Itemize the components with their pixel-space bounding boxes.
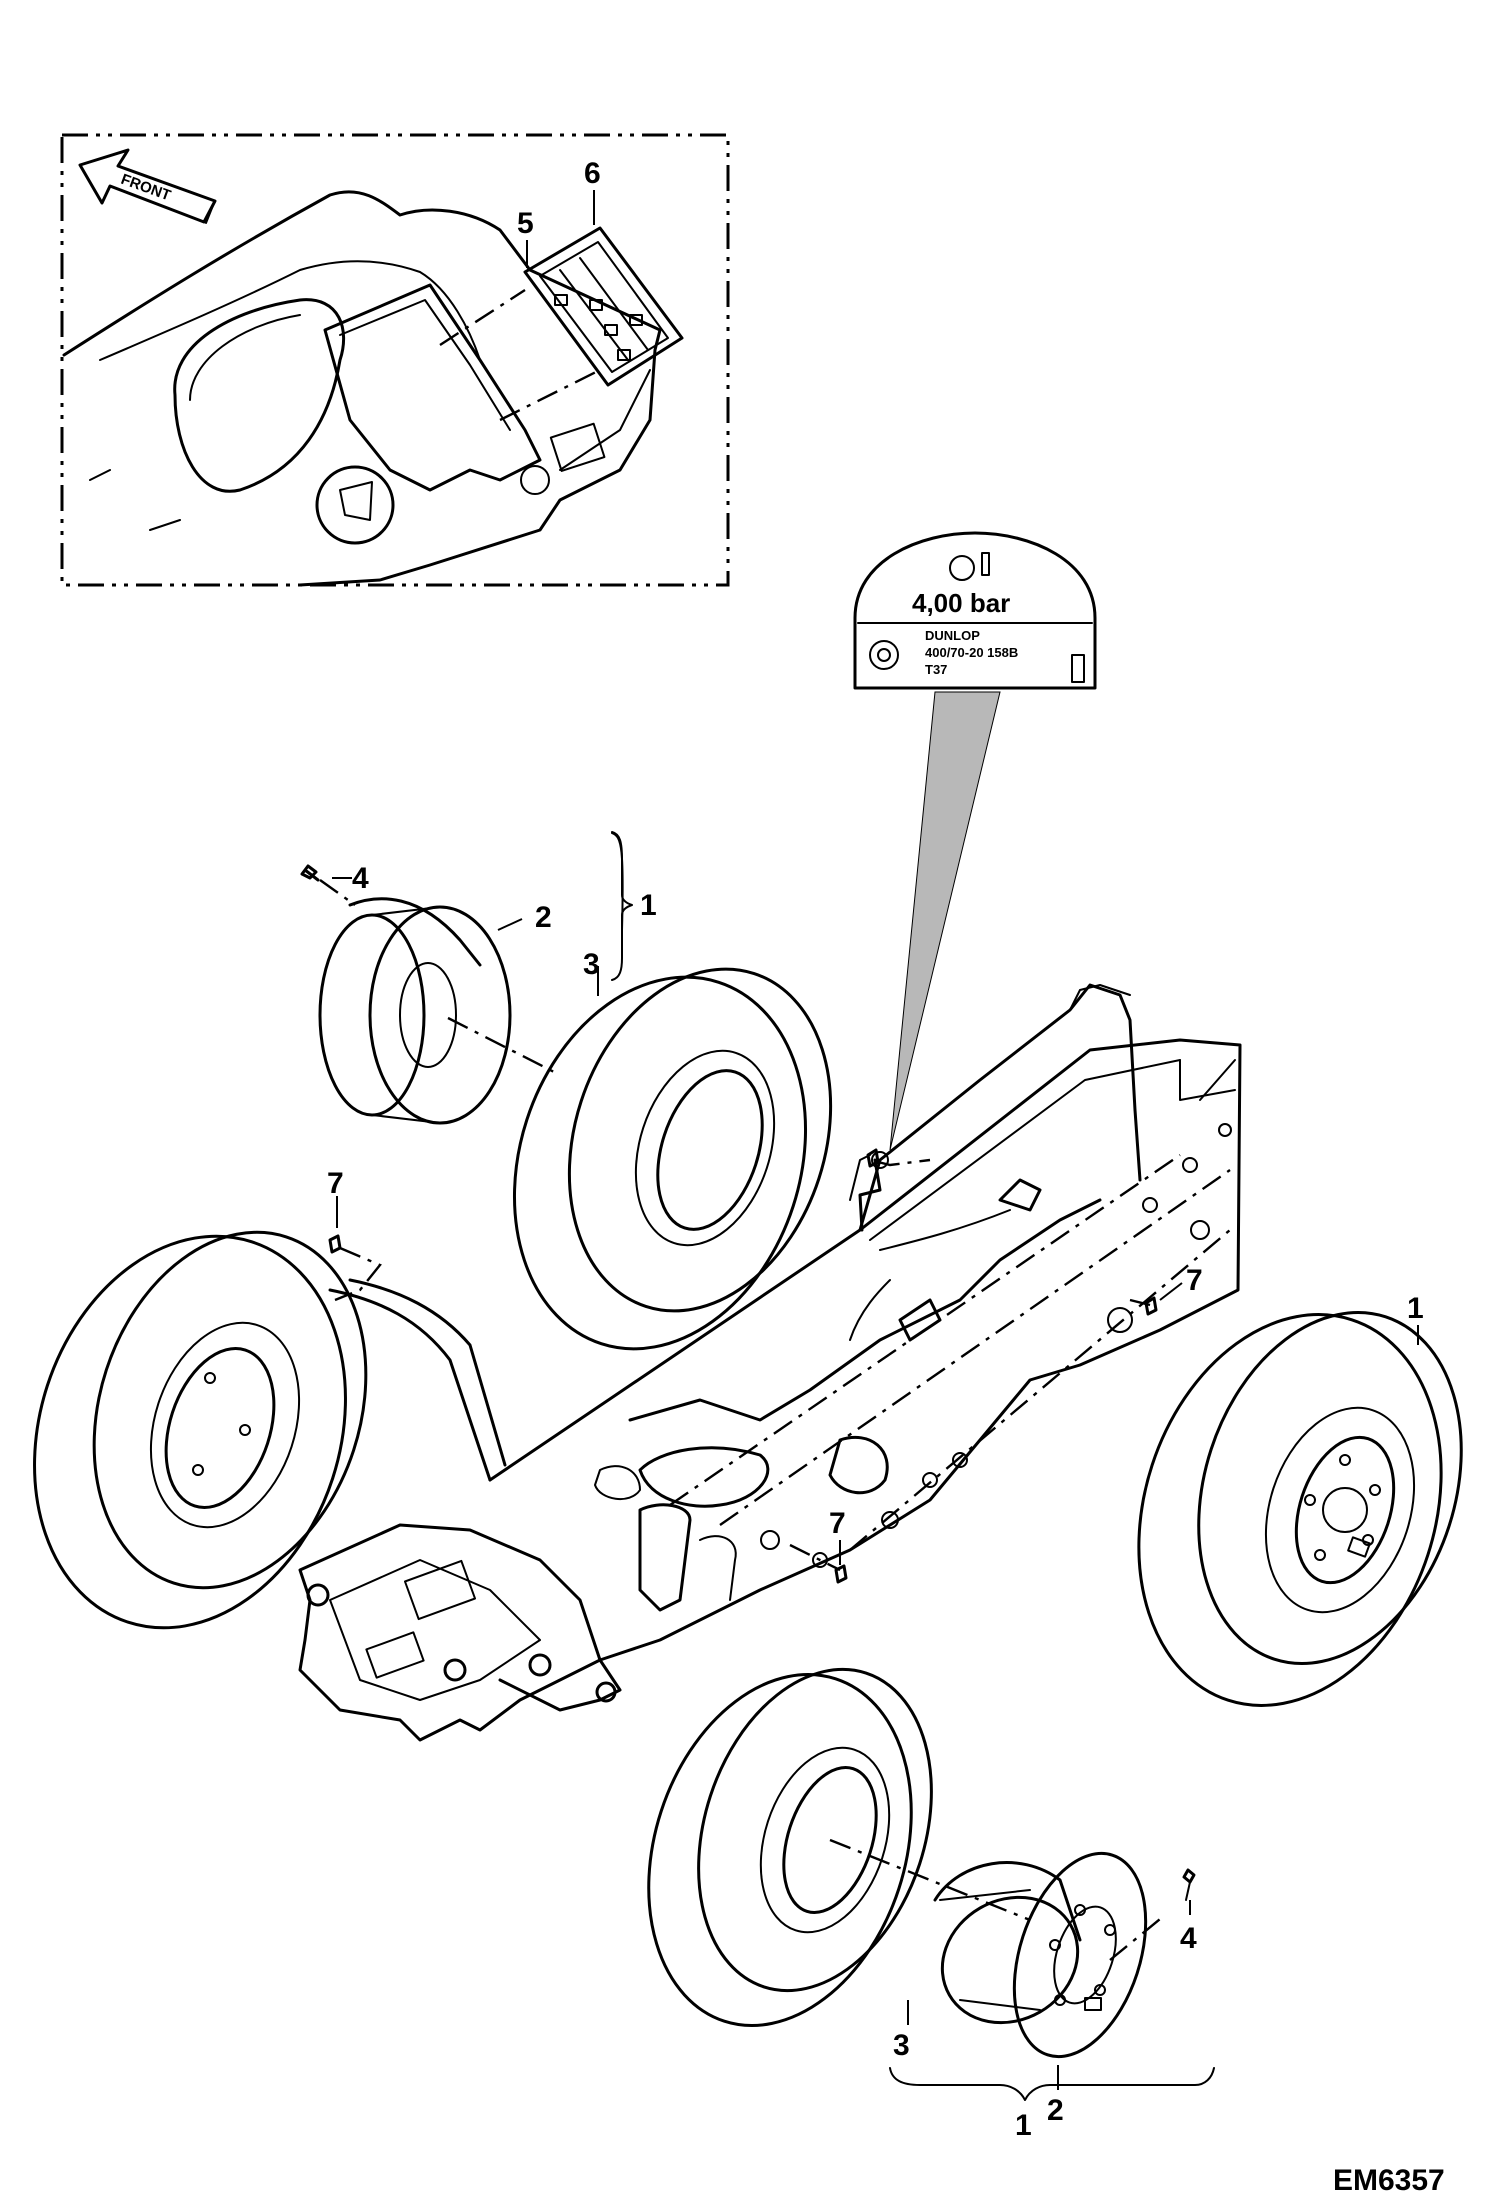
brace-bottom <box>889 2067 1215 2101</box>
valve-stems <box>328 1148 1158 1584</box>
tire-bottom <box>647 1667 933 2027</box>
wheel-gauge-icon <box>949 555 975 581</box>
callout-5-inset: 5 <box>517 207 534 240</box>
callout-1-bottom: 1 <box>1015 2109 1032 2142</box>
callout-4-top: 4 <box>352 862 369 895</box>
tire-icon <box>869 640 899 670</box>
rim-bottom <box>933 1851 1148 2059</box>
inset-frame <box>60 133 730 587</box>
callout-3-top: 3 <box>583 948 600 981</box>
front-arrow-icon: FRONT <box>78 148 217 224</box>
callout-2-top: 2 <box>535 901 552 934</box>
decal-tire-size: 400/70-20 158B <box>925 645 1018 660</box>
callout-1-top: 1 <box>640 889 657 922</box>
right-wheel <box>1137 1311 1463 1707</box>
chassis-frame <box>298 983 1242 1742</box>
decal-tire-code: T37 <box>925 662 947 677</box>
tire-top <box>512 967 833 1351</box>
left-wheel <box>33 1230 368 1630</box>
brace-top <box>611 831 633 981</box>
control-panel-decal <box>523 226 684 387</box>
decal-projection <box>889 691 1001 1151</box>
bottom-wheel-assembly: 3 4 2 <box>647 1667 1197 2127</box>
callout-1-right: 1 <box>1407 1292 1424 1325</box>
callout-6-inset: 6 <box>584 157 601 190</box>
callout-4-bottom: 4 <box>1180 1922 1197 1955</box>
inset-detail: FRONT 5 6 <box>60 133 730 587</box>
tire-pressure-decal: 4,00 bar DUNLOP 400/70-20 158B T37 <box>853 531 1097 1151</box>
callout-7-center: 7 <box>829 1507 846 1540</box>
top-wheel-assembly: 4 2 3 1 <box>300 832 833 1351</box>
decal-pressure: 4,00 bar <box>912 588 1010 618</box>
callout-2-bottom: 2 <box>1047 2094 1064 2127</box>
rim-top <box>318 897 561 1125</box>
decal-tire-brand: DUNLOP <box>925 628 980 643</box>
drawing-code: EM6357 <box>1333 2164 1445 2194</box>
callout-7-left: 7 <box>327 1167 344 1200</box>
callout-3-bottom: 3 <box>893 2029 910 2062</box>
callout-7-right: 7 <box>1186 1264 1203 1297</box>
